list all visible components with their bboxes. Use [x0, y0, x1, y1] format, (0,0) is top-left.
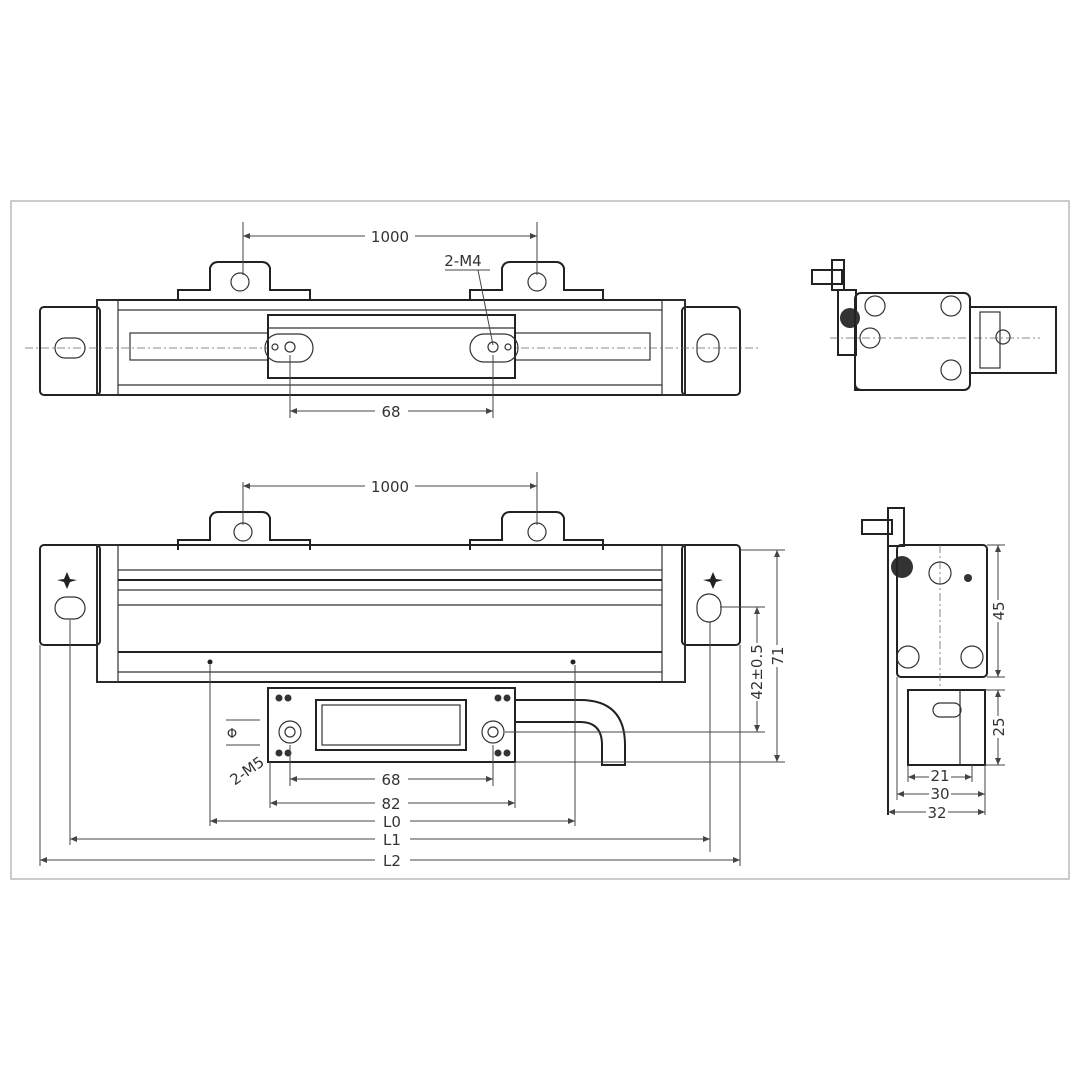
drawing-frame: [10, 200, 1070, 880]
dim-1000-front: 1000: [371, 478, 409, 496]
mounting-tab: [469, 261, 604, 300]
front-view: Φ 2-M5 1000 68 82 L0 L1 L2 42±0.5 71: [39, 472, 787, 870]
diameter-symbol: Φ: [227, 727, 237, 742]
reader-head: [267, 314, 516, 379]
star-mark-icon: [703, 572, 723, 589]
dim-32: 32: [927, 804, 946, 822]
dim-45: 45: [990, 601, 1008, 620]
left-end-bracket: [39, 306, 101, 396]
dim-1000-top: 1000: [371, 228, 409, 246]
dim-71: 71: [769, 646, 787, 665]
right-end-bracket: [681, 544, 741, 646]
dim-68-front: 68: [381, 771, 400, 789]
dim-42: 42±0.5: [748, 644, 766, 700]
thread-label-m5: 2-M5: [227, 753, 268, 789]
right-end-bracket: [681, 306, 741, 396]
mounting-tab: [177, 261, 311, 300]
dim-l0: L0: [383, 813, 401, 831]
scale-body: [96, 544, 686, 683]
dim-l1: L1: [383, 831, 401, 849]
hole-icon: [230, 272, 250, 292]
cable: [515, 699, 626, 766]
side-view-bottom: 45 25 21 30 32: [861, 507, 1008, 822]
dim-68-top: 68: [381, 403, 400, 421]
dim-82: 82: [381, 795, 400, 813]
side-view-top: [811, 259, 1057, 391]
hole-icon: [527, 272, 547, 292]
thread-label-m4: 2-M4: [444, 252, 481, 270]
dim-30: 30: [930, 785, 949, 803]
dim-l2: L2: [383, 852, 401, 870]
reader-window: [315, 699, 467, 751]
top-view: 1000 2-M4 68: [25, 222, 760, 421]
dim-25: 25: [990, 717, 1008, 736]
star-mark-icon: [57, 572, 77, 589]
dim-21: 21: [930, 767, 949, 785]
